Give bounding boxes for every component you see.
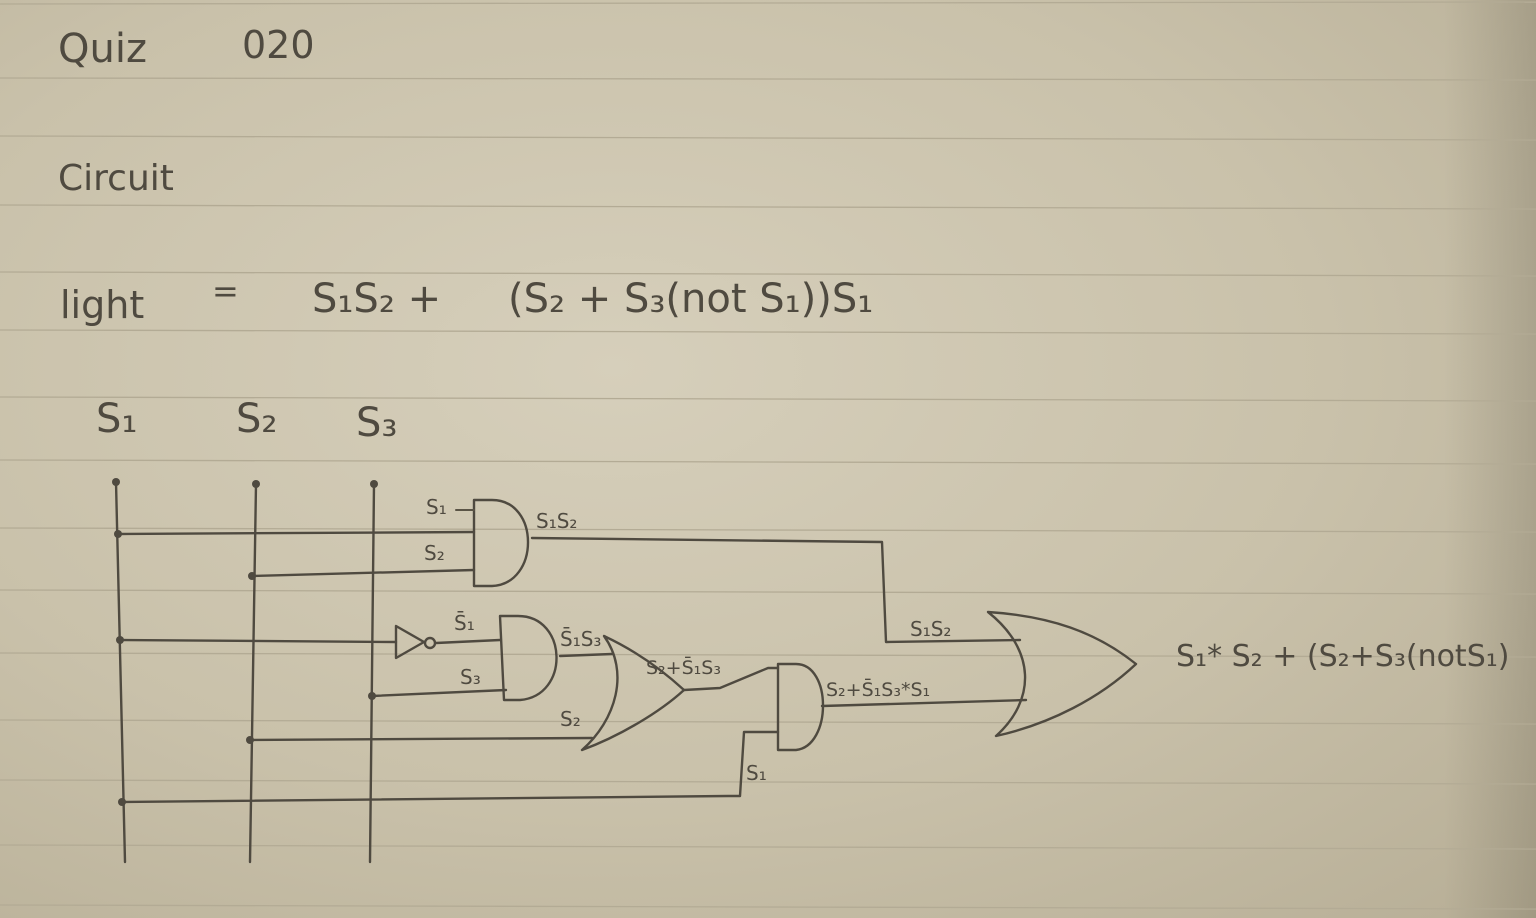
equation-equals: =: [212, 272, 239, 310]
wire-and1-to-or2: [530, 536, 1022, 644]
quiz-number: 020: [242, 23, 315, 67]
and-gate-2: [498, 614, 558, 702]
label-or1-out: S₂+S̄₁S₃: [646, 655, 721, 679]
equation-lhs: light: [60, 283, 144, 327]
not-gate: [394, 624, 437, 660]
input-label-s3: S₃: [356, 400, 397, 446]
label-and1-out: S₁S₂: [536, 509, 577, 533]
section-title: Circuit: [58, 158, 174, 199]
s1-terminal: [112, 478, 120, 486]
output-expression: S₁* S₂ + (S₂+S₃(notS₁): [1176, 639, 1509, 674]
wire-s2-to-and1: [250, 568, 476, 578]
label-or1-in-b: S₂: [560, 707, 581, 731]
label-and2-in-b: S₃: [460, 665, 481, 689]
label-not-out: S̄₁: [454, 610, 475, 635]
or-gate-1: [580, 634, 686, 752]
wire-s1-to-and1: [116, 530, 476, 536]
equation-rhs-part2: (S₂ + S₃(not S₁))S₁: [508, 276, 873, 322]
wire-or1-to-and3: [682, 666, 780, 692]
wire-not-to-and2: [434, 638, 502, 645]
or-gate-2: [986, 610, 1138, 738]
label-and3-in-b: S₁: [746, 761, 767, 785]
label-and1-in-a: S₁: [426, 495, 447, 519]
s2-terminal: [252, 480, 260, 488]
quiz-title: Quiz: [58, 26, 147, 72]
wire-s2-to-or1: [248, 736, 594, 742]
wire-and3-to-or2: [820, 698, 1028, 708]
and-gate-3: [776, 662, 825, 752]
equation-rhs-part1: S₁S₂ +: [312, 276, 441, 322]
wire-s1-to-and3: [120, 730, 780, 804]
label-and1-in-b: S₂: [424, 541, 445, 565]
wire-s1-to-not: [118, 638, 398, 644]
and-gate-1: [472, 498, 530, 588]
input-label-s1: S₁: [96, 396, 137, 442]
input-label-s2: S₂: [236, 396, 277, 442]
label-and2-out: S̄₁S₃: [560, 626, 601, 651]
s3-bus-wire: [368, 482, 376, 864]
s3-terminal: [370, 480, 378, 488]
input-bus: [112, 478, 378, 864]
wire-s3-to-and2: [370, 688, 508, 698]
label-and3-out: S₂+S̄₁S₃*S₁: [826, 677, 930, 701]
s2-bus-wire: [248, 482, 258, 864]
label-or2-in-a: S₁S₂: [910, 617, 951, 641]
wire-and2-to-or1: [558, 652, 614, 658]
